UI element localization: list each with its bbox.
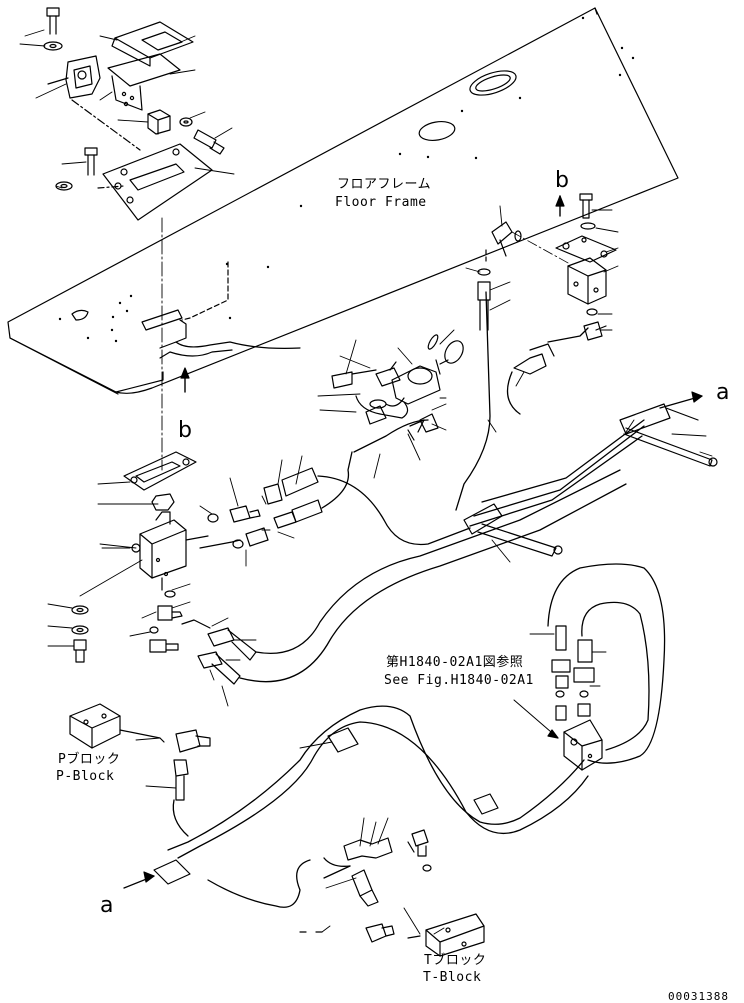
ppc-valve	[71, 451, 211, 663]
ref-a-top: a	[716, 380, 730, 405]
reference-block	[513, 625, 603, 771]
ref-a-bottom: a	[100, 893, 114, 918]
p-block-label-en: P-Block	[56, 769, 115, 784]
see-fig-label-jp: 第H1840-02A1図参照	[386, 655, 524, 670]
rod-and-dashed-link	[115, 217, 301, 471]
hoses	[167, 291, 666, 908]
t-block-label-en: T-Block	[423, 970, 482, 985]
see-fig-label-en: See Fig.H1840-02A1	[384, 673, 534, 688]
solenoid-valve	[331, 334, 464, 441]
solenoid-block	[477, 193, 617, 375]
floor-frame-label-en: Floor Frame	[335, 195, 427, 210]
leaders-top-left	[19, 29, 235, 189]
hose-clamps	[153, 403, 718, 885]
p-block	[69, 703, 211, 801]
reference-arrows	[123, 391, 703, 889]
pedal-assembly	[43, 7, 225, 221]
drawing-code: 00031388	[668, 990, 729, 1003]
ref-b-mid: b	[178, 418, 192, 443]
ref-b-top: b	[555, 168, 569, 193]
valve-fittings	[185, 467, 323, 685]
t-block	[299, 829, 485, 957]
floor-frame-label-jp: フロアフレーム	[337, 177, 432, 192]
callout-leaders	[47, 205, 713, 935]
p-block-label-jp: Pブロック	[58, 752, 121, 767]
t-block-label-jp: Tブロック	[424, 953, 487, 968]
